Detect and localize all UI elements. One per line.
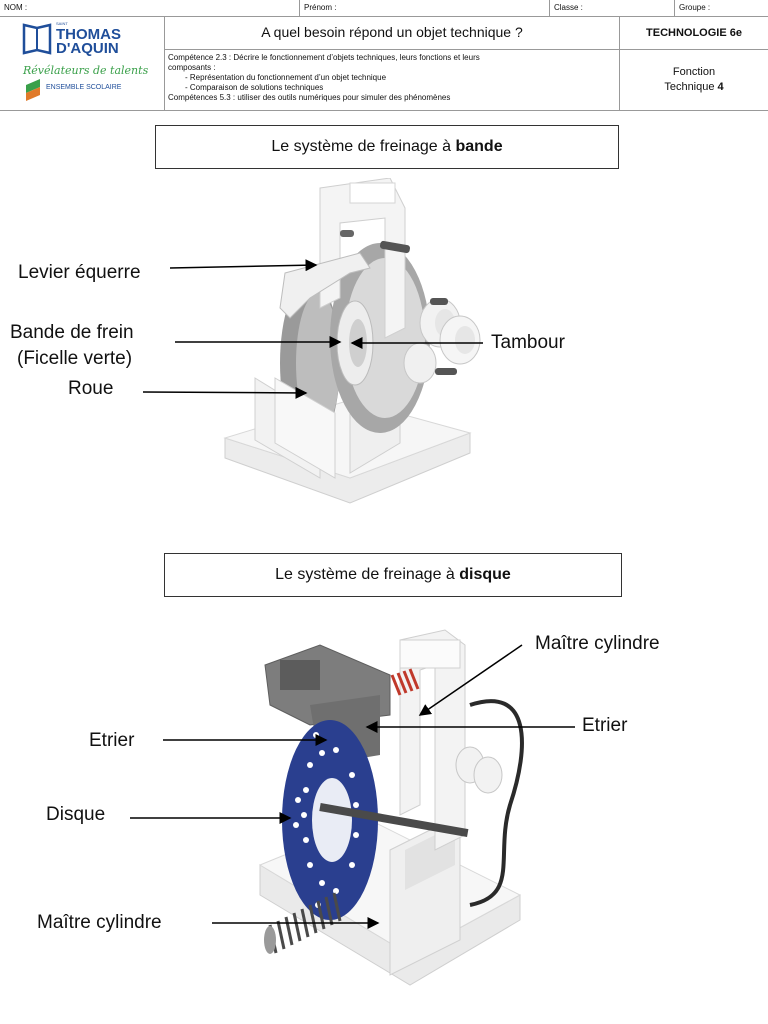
band-brake-image: [200, 178, 490, 523]
label-bande-de-frein: Bande de frein: [10, 322, 134, 344]
label-roue: Roue: [68, 378, 113, 400]
svg-text:Révélateurs de talents: Révélateurs de talents: [22, 64, 148, 77]
fonction-line: Technique 4: [620, 80, 768, 95]
label-etrier-right: Etrier: [582, 715, 627, 737]
nom-label: NOM :: [4, 3, 27, 12]
nom-field[interactable]: NOM :: [0, 0, 300, 17]
section-title-prefix: Le système de freinage à: [275, 566, 459, 583]
fonction-technique: Fonction Technique 4: [620, 50, 768, 111]
svg-text:ENSEMBLE SCOLAIRE: ENSEMBLE SCOLAIRE: [46, 84, 122, 91]
section-title-bande: Le système de freinage à bande: [155, 125, 619, 169]
fonction-text: Technique: [664, 81, 714, 93]
label-maitre-cylindre-top: Maître cylindre: [535, 633, 660, 655]
section-title-prefix: Le système de freinage à: [271, 138, 455, 155]
label-etrier-left: Etrier: [89, 730, 134, 752]
label-levier-equerre: Levier équerre: [18, 262, 141, 284]
classe-field[interactable]: Classe :: [550, 0, 675, 17]
section-title-bold: disque: [459, 566, 511, 583]
label-maitre-cylindre-bottom: Maître cylindre: [37, 912, 162, 934]
competence-line: Compétence 2.3 : Décrire le fonctionneme…: [168, 53, 616, 63]
label-disque: Disque: [46, 804, 105, 826]
competence-line: composants :: [168, 63, 616, 73]
fonction-line: Fonction: [620, 65, 768, 80]
book-logo-icon: SAINT THOMAS D'AQUIN Révélateurs de tale…: [20, 19, 148, 105]
competences-block: Compétence 2.3 : Décrire le fonctionneme…: [165, 50, 620, 111]
section-title-bold: bande: [455, 138, 502, 155]
school-logo: SAINT THOMAS D'AQUIN Révélateurs de tale…: [20, 19, 148, 105]
label-ficelle-verte: (Ficelle verte): [17, 348, 132, 370]
fonction-number: 4: [718, 81, 724, 93]
groupe-field[interactable]: Groupe :: [675, 0, 768, 17]
page-title: A quel besoin répond un objet technique …: [165, 17, 620, 50]
competence-item: - Représentation du fonctionnement d’un …: [168, 73, 616, 83]
subject-label: TECHNOLOGIE 6e: [620, 17, 768, 50]
worksheet-header: SAINT THOMAS D'AQUIN Révélateurs de tale…: [0, 17, 768, 111]
section-title-disque: Le système de freinage à disque: [164, 553, 622, 597]
label-tambour: Tambour: [491, 332, 565, 354]
classe-label: Classe :: [554, 3, 583, 12]
logo-cell: SAINT THOMAS D'AQUIN Révélateurs de tale…: [0, 17, 165, 111]
svg-text:D'AQUIN: D'AQUIN: [56, 40, 119, 57]
groupe-label: Groupe :: [679, 3, 710, 12]
disc-brake-image: [230, 625, 530, 1000]
prenom-label: Prénom :: [304, 3, 336, 12]
competence-item: - Comparaison de solutions techniques: [168, 83, 616, 93]
competence-line: Compétences 5.3 : utiliser des outils nu…: [168, 93, 616, 103]
student-info-row: NOM : Prénom : Classe : Groupe :: [0, 0, 768, 17]
prenom-field[interactable]: Prénom :: [300, 0, 550, 17]
